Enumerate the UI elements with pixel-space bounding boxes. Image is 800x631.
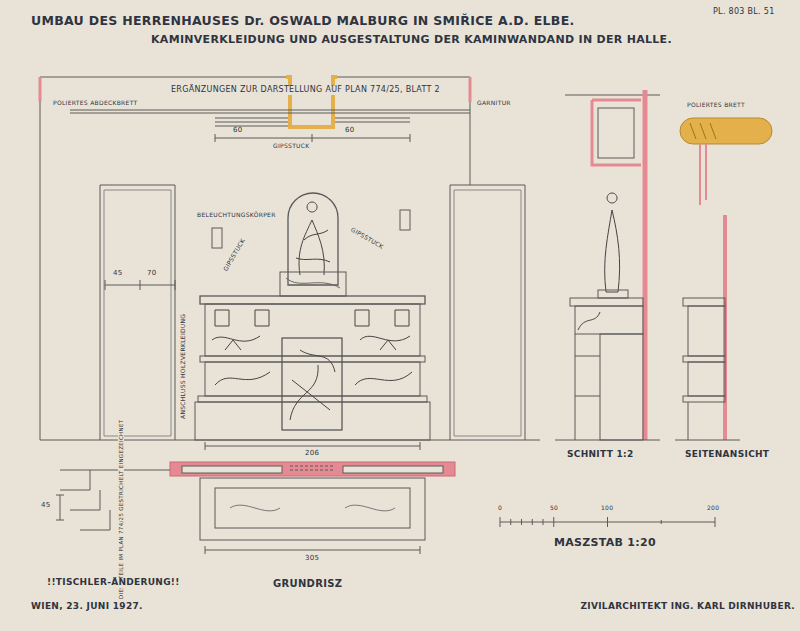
view-name: SEITENANSICHT xyxy=(684,450,770,460)
part-name: BELEUCHTUNGSKÖRPER xyxy=(196,212,277,219)
wall xyxy=(700,144,706,205)
scale-number: 100 xyxy=(600,505,614,512)
shelf xyxy=(683,356,725,362)
dimension-line xyxy=(205,546,420,554)
relief-figure xyxy=(296,202,330,275)
wall-pilaster xyxy=(40,102,525,440)
light-fixture xyxy=(400,210,410,230)
part-name: GIPSSTUCK xyxy=(222,237,247,274)
floor xyxy=(555,440,660,441)
scale-number: 50 xyxy=(549,505,559,512)
statue xyxy=(605,193,620,292)
part-name: POLIERTES BRETT xyxy=(686,102,746,109)
light-fixture xyxy=(212,228,222,248)
dimension: 60 xyxy=(344,127,356,135)
pedestal xyxy=(280,272,346,296)
door-ornament xyxy=(290,350,335,420)
drawing-title: UMBAU DES HERRENHAUSES Dr. OSWALD MALBUR… xyxy=(30,14,576,28)
chimney-section xyxy=(592,100,641,165)
dimension: 206 xyxy=(304,450,320,458)
dimension: 60 xyxy=(232,127,244,135)
ornament xyxy=(230,505,395,511)
date: WIEN, 23. JUNI 1927. xyxy=(30,602,144,612)
scale-bar xyxy=(500,517,715,527)
view-name: SCHNITT 1:2 xyxy=(566,450,635,460)
note: !!TISCHLER-ÄNDERUNG!! xyxy=(46,578,181,588)
pedestal xyxy=(598,290,628,298)
shelf xyxy=(683,396,725,402)
flue xyxy=(598,108,634,158)
shelf xyxy=(200,356,425,362)
polished-board xyxy=(680,118,772,144)
part-name: GARNITUR xyxy=(476,100,512,107)
fireplace-door xyxy=(282,338,342,430)
note: ERGÄNZUNGEN ZUR DARSTELLUNG AUF PLAN 774… xyxy=(170,86,441,95)
note: DIESE TEILE IM PLAN 774/25 GESTRICHELT E… xyxy=(118,419,124,600)
plate-number: PL. 803 BL. 51 xyxy=(712,8,776,17)
dimension: 45 xyxy=(40,502,52,510)
cornice xyxy=(70,110,470,126)
dimension: 70 xyxy=(146,270,158,278)
wall xyxy=(40,77,470,102)
stair-lines xyxy=(60,470,170,530)
dimension: 45 xyxy=(112,270,124,278)
part-name: POLIERTES ABDECKBRETT xyxy=(52,100,139,107)
view-name: GRUNDRISZ xyxy=(272,578,343,589)
signature: ZIVILARCHITEKT ING. KARL DIRNHUBER. xyxy=(579,602,796,612)
outline xyxy=(40,77,470,78)
scale-number: 0 xyxy=(497,505,503,512)
part-name: GIPSSTUCK xyxy=(349,226,386,251)
shelf xyxy=(198,396,427,402)
mantel-shelf xyxy=(200,296,425,304)
part-name: ANSCHLUSS HOLZVERKLEIDUNG xyxy=(180,313,187,420)
relief-arch xyxy=(288,193,338,285)
dimension-line xyxy=(105,280,175,290)
scale-caption: MASZSTAB 1:20 xyxy=(553,537,657,549)
fireplace-base xyxy=(675,402,740,440)
mantel-shelf xyxy=(570,298,643,306)
hearth-plan xyxy=(200,478,425,540)
firebox xyxy=(600,334,643,440)
fireplace-body xyxy=(205,304,420,356)
dimension: 305 xyxy=(304,555,320,563)
dimension-line xyxy=(215,134,410,142)
fireplace-section xyxy=(575,334,600,440)
tile xyxy=(215,310,409,326)
scale-number: 200 xyxy=(706,505,720,512)
hidden-line xyxy=(290,466,335,470)
fireplace-body xyxy=(688,306,725,356)
ornament xyxy=(578,312,600,330)
fireplace-body xyxy=(688,362,725,396)
subtitle: KAMINVERKLEIDUNG UND AUSGESTALTUNG DER K… xyxy=(150,34,673,46)
dimension-line xyxy=(56,495,64,520)
panel xyxy=(104,190,521,436)
niche xyxy=(182,466,282,473)
hatching xyxy=(690,123,716,139)
part-name: GIPSSTUCK xyxy=(272,143,311,150)
mantel-shelf xyxy=(683,298,725,306)
tile-figure xyxy=(212,336,412,385)
wall-plan xyxy=(170,462,455,476)
fireplace-body xyxy=(575,306,643,334)
fireplace-base xyxy=(195,402,430,440)
dimension-line xyxy=(205,442,420,450)
niche xyxy=(343,466,443,473)
chimney-addition xyxy=(286,77,337,127)
hearth-plan xyxy=(215,488,410,528)
ornament xyxy=(286,278,340,288)
